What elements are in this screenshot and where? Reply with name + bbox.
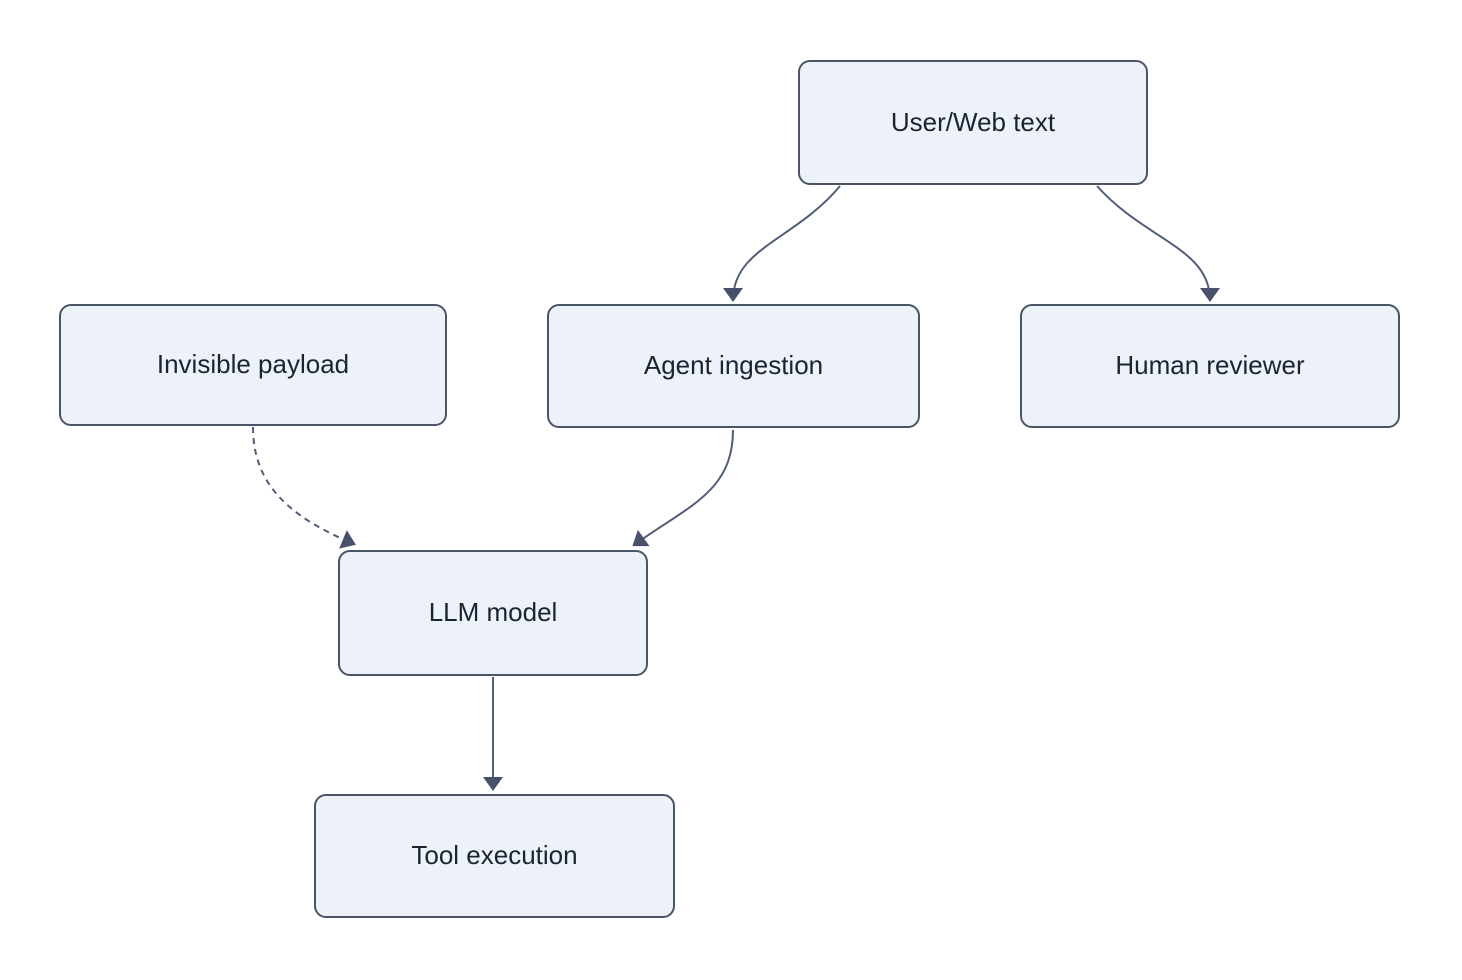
edge-user-web-text-to-agent-ingestion — [723, 185, 841, 302]
node-agent-ingestion-label: Agent ingestion — [643, 350, 824, 381]
node-llm-model: LLM model — [338, 550, 648, 676]
node-tool-execution: Tool execution — [314, 794, 675, 918]
node-llm-model-label: LLM model — [428, 597, 558, 628]
node-human-reviewer-label: Human reviewer — [1115, 350, 1305, 381]
node-user-web-text-label: User/Web text — [890, 106, 1056, 137]
node-agent-ingestion: Agent ingestion — [547, 304, 920, 428]
node-invisible-payload-label: Invisible payload — [156, 349, 350, 380]
node-human-reviewer: Human reviewer — [1020, 304, 1400, 428]
node-tool-execution-label: Tool execution — [411, 840, 578, 871]
node-user-web-text: User/Web text — [798, 60, 1148, 185]
edge-agent-ingestion-to-llm-model — [632, 429, 734, 547]
edge-user-web-text-to-human-reviewer — [1096, 185, 1220, 302]
edge-invisible-payload-to-llm-model — [252, 426, 356, 549]
node-invisible-payload: Invisible payload — [59, 304, 447, 426]
